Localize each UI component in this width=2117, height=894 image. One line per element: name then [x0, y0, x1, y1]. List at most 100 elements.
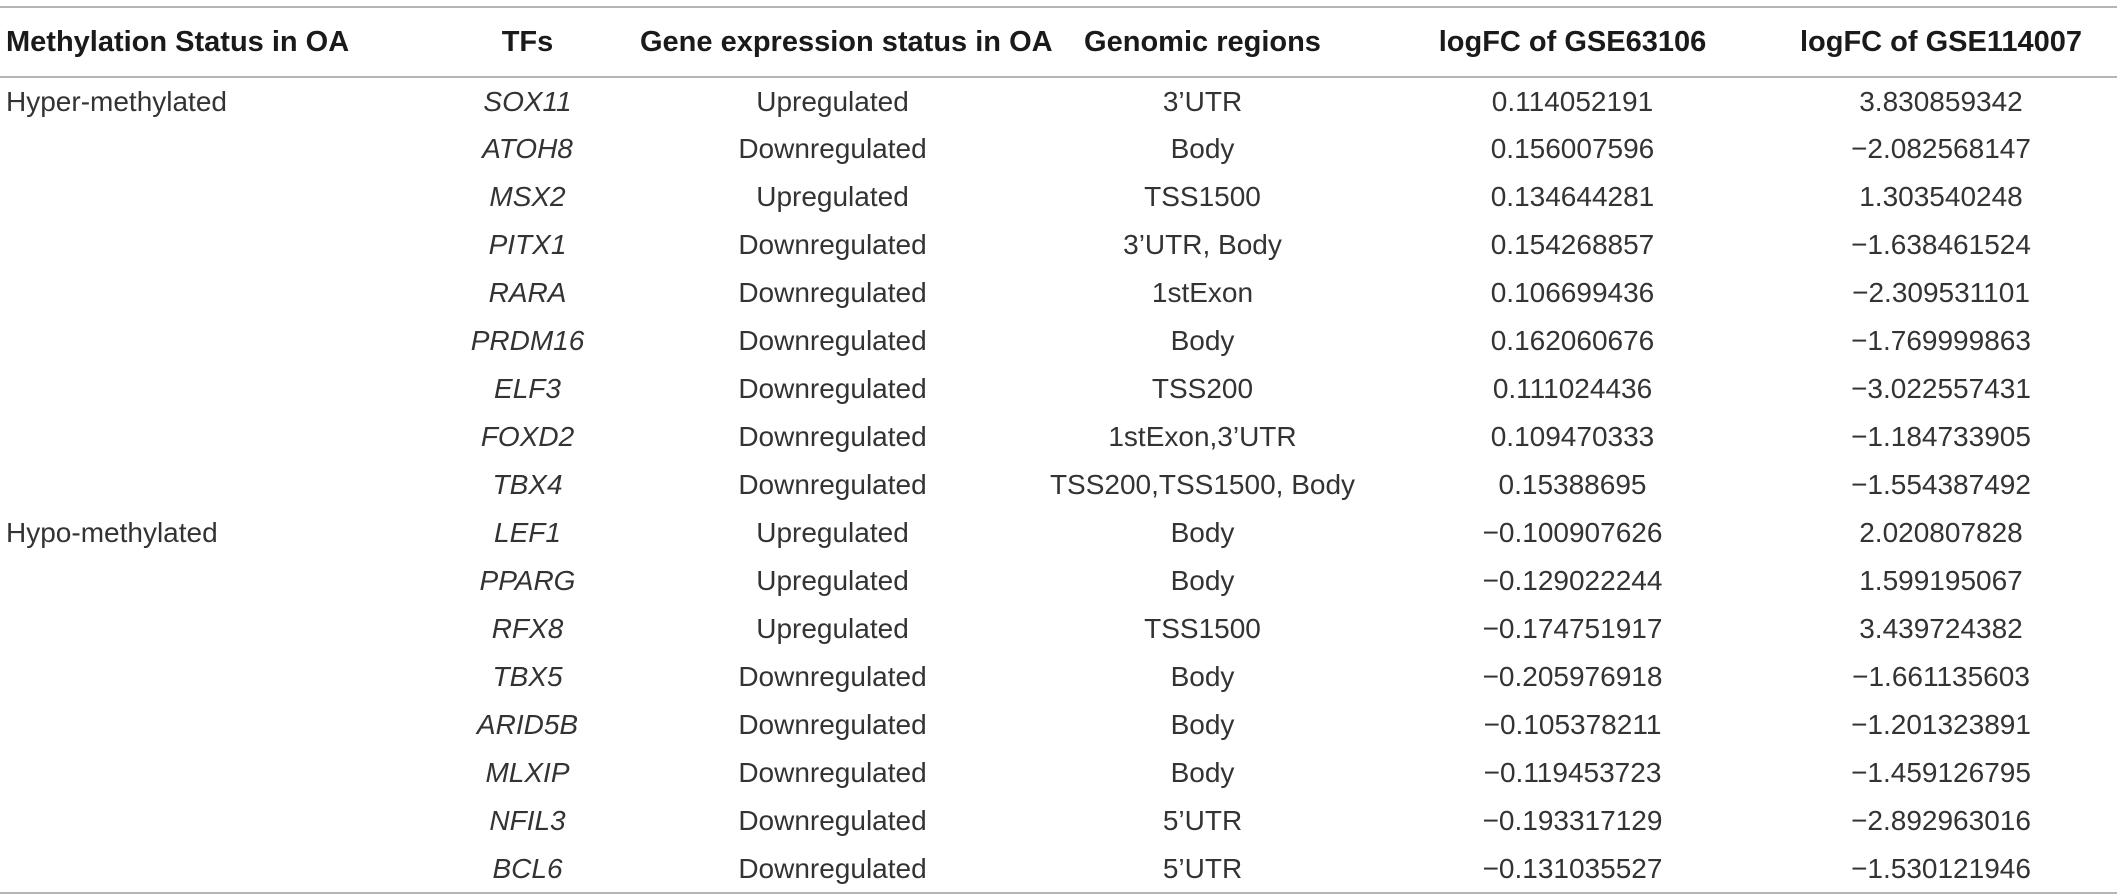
expression-status-cell: Downregulated	[738, 325, 927, 356]
tf-cell: NFIL3	[489, 805, 566, 836]
logfc-gse114007-cell: −2.309531101	[1852, 277, 2030, 308]
logfc-gse63106-cell: 0.156007596	[1490, 133, 1655, 164]
tf-cell: SOX11	[483, 85, 572, 117]
expression-status-cell: Upregulated	[756, 85, 909, 117]
genomic-region-cell: 5’UTR	[1162, 805, 1243, 836]
header-row: Methylation Status in OA TFs Gene expres…	[0, 7, 2117, 77]
logfc-gse114007-cell: −1.201323891	[1851, 709, 2031, 740]
methylation-status-cell	[0, 605, 415, 653]
methylation-status-cell	[0, 557, 415, 605]
logfc-gse114007-cell: −2.082568147	[1851, 133, 2031, 164]
tf-cell: PITX1	[488, 229, 567, 260]
table-header: Methylation Status in OA TFs Gene expres…	[0, 7, 2117, 77]
logfc-gse63106-cell: −0.105378211	[1483, 709, 1662, 740]
logfc-gse114007-cell: 1.599195067	[1859, 565, 2023, 596]
logfc-gse114007-cell: 1.303540248	[1859, 181, 2023, 212]
methylation-tf-table: Methylation Status in OA TFs Gene expres…	[0, 6, 2117, 894]
expression-status-cell: Downregulated	[738, 373, 927, 404]
genomic-region-cell: TSS200,TSS1500, Body	[1049, 469, 1356, 500]
methylation-status-cell	[0, 365, 415, 413]
logfc-gse114007-cell: −1.184733905	[1851, 421, 2031, 452]
header-gene-expression-status: Gene expression status in OA	[640, 25, 1053, 58]
methylation-status-cell	[0, 221, 415, 269]
tf-cell: BCL6	[415, 845, 640, 894]
tf-cell: PRDM16	[470, 325, 585, 356]
logfc-gse114007-cell: 3.830859342	[1859, 85, 2023, 117]
logfc-gse114007-cell: −1.661135603	[1852, 661, 2030, 692]
logfc-gse63106-cell: −0.205976918	[1482, 661, 1663, 692]
tf-cell: MLXIP	[485, 757, 570, 788]
tf-cell: FOXD2	[480, 421, 575, 452]
header-methylation-status: Methylation Status in OA	[6, 25, 350, 58]
logfc-gse114007-cell: −1.459126795	[1851, 757, 2031, 788]
tf-cell: PPARG	[479, 565, 576, 596]
logfc-gse63106-cell: 0.154268857	[1490, 229, 1655, 260]
expression-status-cell: Downregulated	[640, 845, 1025, 894]
tf-cell: ELF3	[494, 373, 561, 404]
expression-status-cell: Downregulated	[738, 421, 927, 452]
genomic-region-cell: TSS1500	[1144, 613, 1261, 644]
expression-status-cell: Downregulated	[738, 709, 927, 740]
expression-status-cell: Downregulated	[738, 469, 927, 500]
methylation-status-cell	[0, 125, 415, 173]
expression-status-cell: Upregulated	[756, 517, 909, 548]
logfc-gse63106-cell: −0.119453723	[1483, 757, 1662, 788]
methylation-status-cell	[0, 653, 415, 701]
logfc-gse114007-cell: 2.020807828	[1859, 517, 2023, 548]
methylation-status-cell	[0, 701, 415, 749]
expression-status-cell: Upregulated	[756, 565, 909, 596]
genomic-region-cell: Body	[1170, 325, 1235, 356]
genomic-region-cell: 5’UTR	[1025, 845, 1380, 894]
methylation-status-cell	[0, 317, 415, 365]
genomic-region-cell: TSS1500	[1144, 181, 1261, 212]
genomic-region-cell: Body	[1170, 565, 1235, 596]
logfc-gse63106-cell: 0.162060676	[1490, 325, 1655, 356]
expression-status-cell: Upregulated	[756, 613, 909, 644]
genomic-region-cell: Body	[1170, 517, 1235, 548]
methylation-status-cell	[0, 461, 415, 509]
genomic-region-cell: 1stExon	[1151, 277, 1254, 308]
methylation-status-cell: Hyper-methylated	[6, 85, 227, 117]
header-genomic-regions: Genomic regions	[1084, 25, 1321, 58]
logfc-gse63106-cell: 0.15388695	[1498, 469, 1647, 500]
logfc-gse63106-cell: 0.134644281	[1490, 181, 1655, 212]
genomic-region-cell: Body	[1170, 133, 1235, 164]
logfc-gse63106-cell: 0.111024436	[1492, 373, 1653, 404]
expression-status-cell: Downregulated	[738, 757, 927, 788]
logfc-gse114007-cell: −1.530121946	[1765, 845, 2117, 894]
table-row: ELF3 Downregulated TSS200 0.111024436 −3.022…	[0, 365, 2117, 413]
genomic-region-cell: 1stExon,3’UTR	[1108, 421, 1297, 452]
logfc-gse114007-cell: −2.892963016	[1851, 805, 2031, 836]
logfc-gse114007-cell: −1.769999863	[1851, 325, 2031, 356]
logfc-gse63106-cell: 0.109470333	[1490, 421, 1655, 452]
genomic-region-cell: TSS200	[1151, 373, 1254, 404]
methylation-status-cell	[0, 845, 415, 894]
logfc-gse63106-cell: −0.193317129	[1482, 805, 1663, 836]
tf-cell: ATOH8	[482, 133, 573, 164]
methylation-status-cell	[0, 173, 415, 221]
methylation-status-cell	[0, 749, 415, 797]
data-table-container: Methylation Status in OA TFs Gene expres…	[0, 6, 2117, 894]
tf-cell: RFX8	[491, 613, 564, 644]
tf-cell: MSX2	[489, 181, 566, 212]
expression-status-cell: Downregulated	[738, 661, 927, 692]
logfc-gse114007-cell: −3.022557431	[1851, 373, 2031, 404]
logfc-gse114007-cell: 3.439724382	[1859, 613, 2023, 644]
genomic-region-cell: 3’UTR, Body	[1123, 229, 1282, 260]
tf-cell: LEF1	[494, 517, 561, 548]
table-row: FOXD2 Downregulated 1stExon,3’UTR 0.1094703…	[0, 413, 2117, 461]
logfc-gse63106-cell: −0.100907626	[1482, 517, 1663, 548]
